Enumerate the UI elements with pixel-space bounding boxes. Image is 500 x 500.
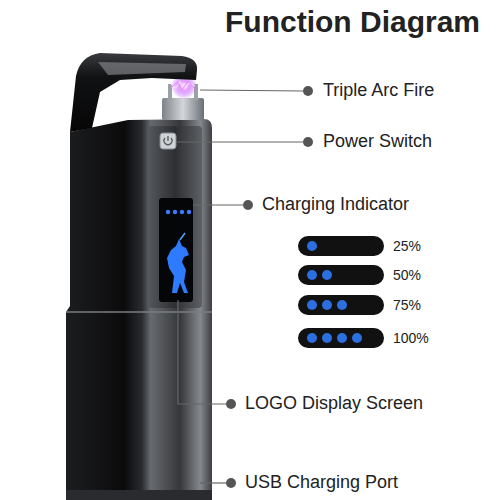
level-dot (307, 241, 317, 251)
level-dot (352, 333, 362, 343)
leader-line (200, 90, 303, 91)
indicator-dot (180, 210, 184, 214)
display-strip (159, 198, 193, 302)
unicorn-horn (180, 233, 185, 240)
leader-dot (303, 86, 313, 96)
unicorn-logo (167, 239, 189, 293)
level-dot (322, 333, 332, 343)
lighter-body (66, 119, 212, 500)
arc-spark (171, 81, 195, 90)
level-pill (298, 295, 384, 315)
part-label: LOGO Display Screen (245, 393, 423, 415)
part-label: Power Switch (323, 131, 432, 153)
leader-line (193, 204, 243, 205)
leader-dot (226, 478, 236, 488)
level-dot (337, 333, 347, 343)
arc-spark (171, 82, 195, 89)
level-pill (298, 236, 384, 256)
level-dot (307, 270, 317, 280)
indicator-dot (187, 210, 191, 214)
leader-dot (226, 399, 236, 409)
front-panel (148, 126, 202, 308)
leader-line (200, 482, 226, 483)
lighter-lid (70, 53, 197, 132)
power-button (160, 133, 176, 149)
level-pill (298, 328, 384, 348)
level-pill (298, 265, 384, 285)
level-label: 50% (393, 267, 421, 284)
leader-dot (303, 137, 313, 147)
leader-dot (243, 200, 253, 210)
level-dot (307, 333, 317, 343)
indicator-dot (173, 210, 177, 214)
level-label: 25% (393, 238, 421, 255)
level-dot (337, 300, 347, 310)
lid-highlight (98, 62, 186, 75)
usb-port-end (66, 490, 212, 500)
level-dot (322, 270, 332, 280)
indicator-dot (166, 210, 170, 214)
level-dot (322, 300, 332, 310)
leader-line (178, 300, 226, 404)
part-label: Charging Indicator (262, 194, 409, 216)
electrode-chimney (162, 98, 204, 120)
part-label: USB Charging Port (245, 472, 398, 494)
diagram-title: Function Diagram (225, 4, 480, 40)
level-label: 100% (393, 330, 429, 347)
part-label: Triple Arc Fire (323, 80, 434, 102)
level-label: 75% (393, 297, 421, 314)
leader-line (177, 141, 303, 142)
body-seam (66, 311, 212, 313)
power-icon (167, 136, 168, 141)
level-dot (307, 300, 317, 310)
